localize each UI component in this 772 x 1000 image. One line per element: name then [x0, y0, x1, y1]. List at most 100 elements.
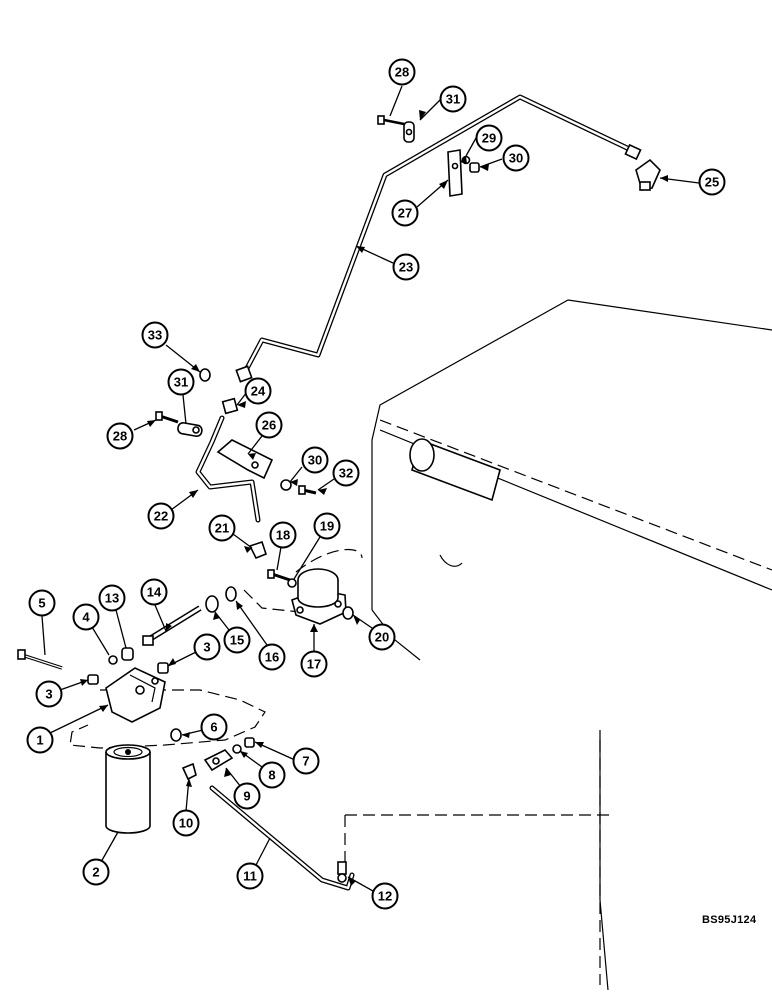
svg-text:33: 33	[148, 328, 162, 343]
bolt-32	[298, 485, 317, 495]
svg-text:16: 16	[265, 650, 279, 665]
callout-1: 1	[26, 726, 54, 754]
washer-19	[287, 578, 297, 588]
svg-text:19: 19	[320, 519, 334, 534]
callout-7: 7	[292, 747, 320, 775]
callout-4: 4	[72, 603, 100, 631]
callout-28-upper: 28	[388, 58, 416, 86]
bolt-18	[267, 569, 291, 582]
lift-pump-17	[291, 568, 347, 625]
svg-text:14: 14	[147, 585, 162, 600]
callout-33: 33	[141, 321, 169, 349]
fuel-line-22	[195, 415, 261, 523]
fitting-3-right	[157, 662, 169, 674]
washer-4	[108, 655, 118, 665]
callout-31-upper: 31	[439, 85, 467, 113]
elbow-25	[635, 158, 661, 191]
svg-text:11: 11	[243, 869, 257, 884]
callout-11: 11	[236, 862, 264, 890]
callout-2: 2	[82, 858, 110, 886]
fitting-20	[342, 606, 354, 620]
svg-text:24: 24	[251, 384, 266, 399]
hollow-bolt-14	[142, 605, 202, 646]
svg-text:28: 28	[395, 65, 409, 80]
svg-text:29: 29	[482, 131, 496, 146]
svg-text:15: 15	[230, 633, 244, 648]
fuel-line-23	[235, 94, 642, 383]
hose-route-pump	[243, 589, 301, 613]
callout-17: 17	[300, 650, 328, 678]
svg-text:17: 17	[307, 657, 321, 672]
plug-6	[170, 728, 182, 742]
callout-10: 10	[172, 809, 200, 837]
bracket-27	[447, 149, 463, 197]
washer-8	[232, 744, 242, 754]
elbow-21	[248, 540, 267, 560]
callout-29: 29	[475, 124, 503, 152]
svg-text:2: 2	[92, 865, 99, 880]
callout-31-lower: 31	[167, 368, 195, 396]
callout-5: 5	[28, 589, 56, 617]
plug-13	[121, 647, 134, 661]
leader-lines	[41, 85, 700, 892]
hose-route-filter	[69, 689, 266, 749]
svg-text:23: 23	[399, 260, 413, 275]
svg-text:10: 10	[179, 816, 193, 831]
washer-30-upper	[469, 162, 480, 173]
callout-19: 19	[313, 512, 341, 540]
svg-text:7: 7	[302, 754, 309, 769]
callout-22: 22	[147, 502, 175, 530]
svg-text:32: 32	[339, 466, 353, 481]
figure-reference-code: BS95J124	[702, 914, 757, 926]
svg-text:20: 20	[375, 630, 389, 645]
callout-3-left: 3	[35, 680, 63, 708]
svg-text:5: 5	[38, 596, 45, 611]
svg-text:18: 18	[276, 528, 290, 543]
fitting-3-left	[87, 674, 99, 685]
leader-arrowheads	[80, 110, 668, 886]
callout-21: 21	[208, 514, 236, 542]
tank-sender-cylinder	[409, 438, 501, 502]
banjo-15	[205, 595, 219, 613]
washer-16	[225, 586, 237, 602]
svg-text:30: 30	[509, 151, 523, 166]
bolt-5	[17, 649, 63, 670]
svg-text:13: 13	[105, 591, 119, 606]
callout-6: 6	[200, 713, 228, 741]
callout-30-upper: 30	[502, 144, 530, 172]
fuel-filter	[105, 744, 151, 834]
callout-12: 12	[371, 882, 399, 910]
clamp-31-lower	[177, 421, 203, 438]
plug-33	[199, 368, 211, 382]
svg-text:1: 1	[36, 733, 43, 748]
svg-text:12: 12	[378, 889, 392, 904]
callout-13: 13	[98, 584, 126, 612]
svg-text:21: 21	[215, 521, 229, 536]
elbow-10	[181, 762, 197, 781]
svg-text:3: 3	[203, 640, 210, 655]
svg-text:8: 8	[268, 768, 275, 783]
callout-26: 26	[255, 411, 283, 439]
bracket-26	[216, 439, 274, 480]
svg-text:27: 27	[398, 206, 412, 221]
washer-30-lower	[280, 479, 292, 491]
callout-23: 23	[392, 253, 420, 281]
callout-28-lower: 28	[106, 422, 134, 450]
svg-text:3: 3	[45, 687, 52, 702]
fuel-line-11	[209, 785, 355, 891]
fitting-7	[244, 737, 255, 748]
svg-text:22: 22	[154, 509, 168, 524]
callout-9: 9	[233, 782, 261, 810]
callout-20: 20	[368, 623, 396, 651]
callout-32: 32	[332, 459, 360, 487]
callout-27: 27	[391, 199, 419, 227]
bolt-28-lower	[155, 411, 179, 424]
svg-text:4: 4	[82, 610, 90, 625]
callout-3-right: 3	[193, 633, 221, 661]
callout-30-lower: 30	[301, 446, 329, 474]
fuel-tank	[344, 299, 772, 991]
svg-text:9: 9	[243, 789, 250, 804]
svg-text:28: 28	[113, 429, 127, 444]
callout-8: 8	[258, 761, 286, 789]
